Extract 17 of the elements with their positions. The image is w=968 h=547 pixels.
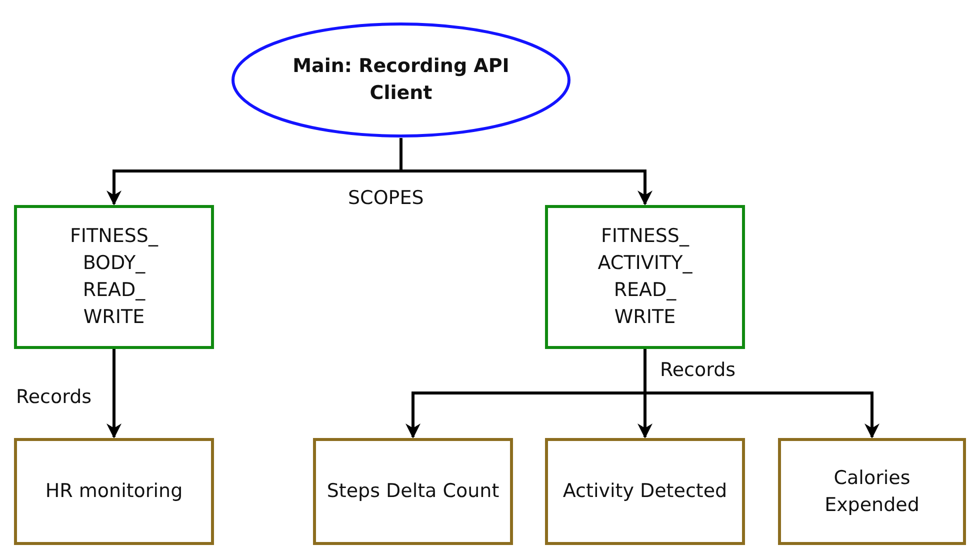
node-text: Calories Expended bbox=[824, 466, 920, 518]
record-box bbox=[14, 438, 214, 545]
node-text: Main: Recording API Client bbox=[292, 54, 510, 106]
record-box bbox=[545, 438, 745, 545]
node-text: Activity Detected bbox=[562, 479, 728, 504]
ellipse-node bbox=[231, 22, 571, 138]
arrow bbox=[644, 349, 880, 438]
record-box bbox=[778, 438, 966, 545]
node-text: Steps Delta Count bbox=[326, 479, 500, 504]
scope-box bbox=[14, 205, 214, 349]
node-text: FITNESS_ ACTIVITY_ READ_ WRITE bbox=[596, 224, 694, 330]
arrow bbox=[400, 138, 652, 206]
node-text: FITNESS_ BODY_ READ_ WRITE bbox=[69, 224, 160, 330]
arrow bbox=[106, 349, 122, 438]
scope-box bbox=[545, 205, 745, 349]
node-text: HR monitoring bbox=[44, 479, 184, 504]
record-box bbox=[313, 438, 513, 545]
